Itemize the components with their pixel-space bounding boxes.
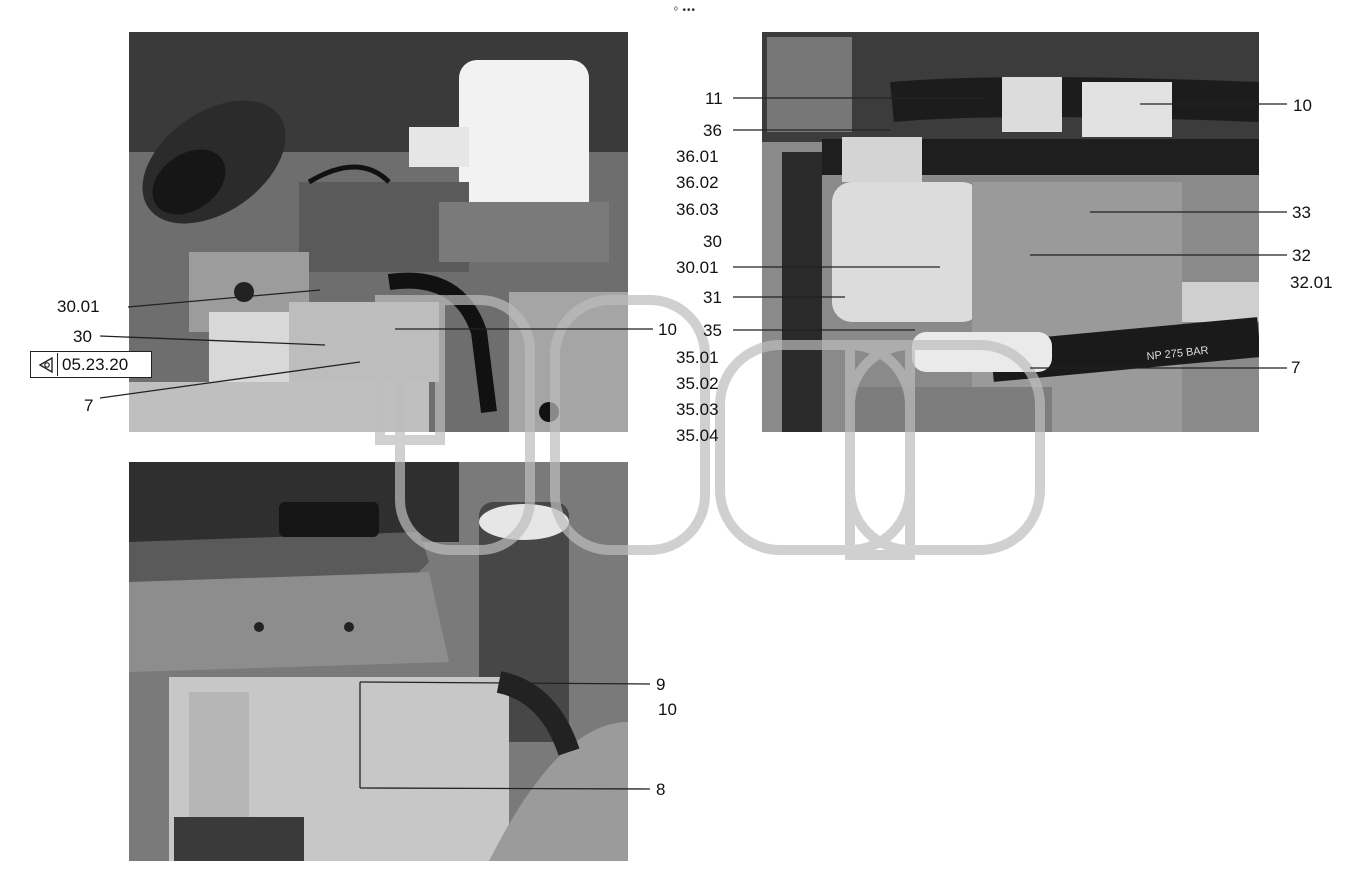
callout-35-04: 35.04 xyxy=(676,426,719,445)
callout-10-top-left: 10 xyxy=(658,320,677,339)
engine-photo-top-left xyxy=(129,32,628,432)
reference-code: 05.23.20 xyxy=(62,354,129,374)
callout-30-01-right: 30.01 xyxy=(676,258,719,277)
callout-9: 9 xyxy=(656,675,666,694)
callout-31: 31 xyxy=(703,288,722,307)
callout-36: 36 xyxy=(703,121,722,140)
callout-35: 35 xyxy=(703,321,722,340)
callout-7-left: 7 xyxy=(84,396,94,415)
page-mark: ᵒ ••• xyxy=(674,5,697,16)
callout-35-03: 35.03 xyxy=(676,400,719,419)
callout-36-03: 36.03 xyxy=(676,200,719,219)
callout-11: 11 xyxy=(705,89,723,108)
filter-photo-top-right: NP 275 BAR xyxy=(762,32,1259,432)
frame-photo-bottom-left xyxy=(129,462,628,861)
callout-30-left: 30 xyxy=(73,327,92,346)
speaker-reference-icon xyxy=(33,353,58,376)
callout-7-right: 7 xyxy=(1291,358,1301,377)
callout-10-bottom: 10 xyxy=(658,700,677,719)
callout-30-right: 30 xyxy=(703,232,722,251)
callout-10-right: 10 xyxy=(1293,96,1312,115)
callout-8: 8 xyxy=(656,780,666,799)
callout-36-01: 36.01 xyxy=(676,147,719,166)
callout-35-01: 35.01 xyxy=(676,348,719,367)
reference-box[interactable]: 05.23.20 xyxy=(30,351,152,378)
callout-32: 32 xyxy=(1292,246,1311,265)
callout-33: 33 xyxy=(1292,203,1311,222)
callout-36-02: 36.02 xyxy=(676,173,719,192)
callout-35-02: 35.02 xyxy=(676,374,719,393)
callout-32-01: 32.01 xyxy=(1290,273,1333,292)
callout-30-01-left: 30.01 xyxy=(57,297,100,316)
